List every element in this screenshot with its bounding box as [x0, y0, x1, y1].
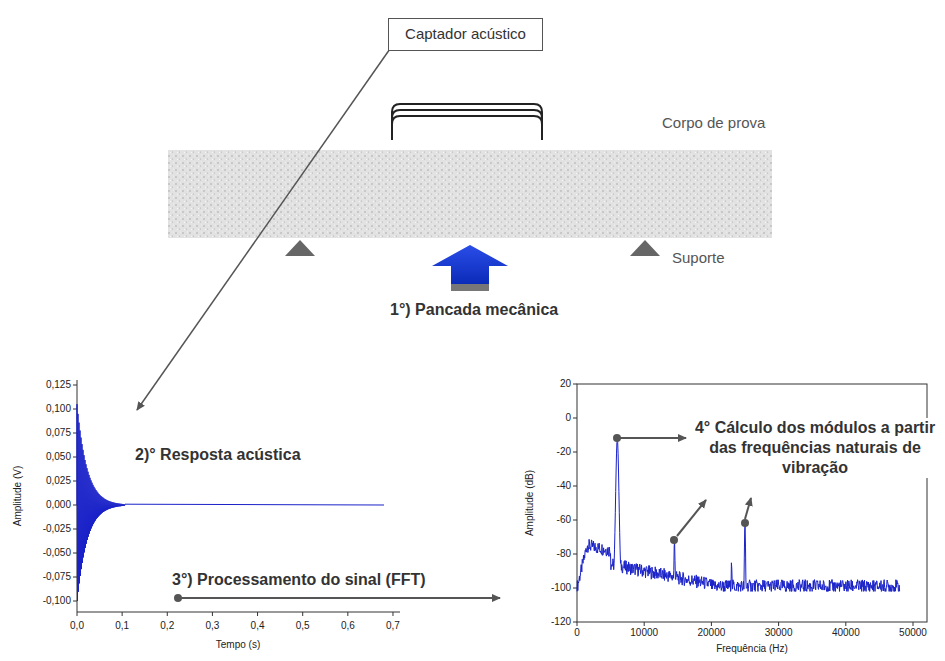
tick-label: 0 [565, 412, 571, 424]
step-label: 1°) Pancada mecânica [390, 300, 558, 319]
tick-label: 0,7 [386, 620, 400, 632]
tick-label: 0,3 [205, 620, 219, 632]
part-name: Suporte [672, 249, 725, 267]
axis-title: Amplitude (dB) [524, 470, 536, 536]
tick-label: 0,125 [46, 379, 71, 391]
impact-base [451, 284, 489, 291]
tick-label: 20 [560, 378, 571, 390]
tick-label: 0,6 [341, 620, 355, 632]
tick-label: -0,100 [43, 595, 71, 607]
tick-label: 0,2 [160, 620, 174, 632]
tick-label: 40000 [832, 627, 860, 639]
tick-label: 0,0 [70, 620, 84, 632]
tick-label: 50000 [899, 627, 927, 639]
tick-label: 20000 [697, 627, 725, 639]
step-label: 4° Cálculo dos módulos a partir das freq… [690, 418, 940, 478]
time-signal [77, 404, 384, 601]
tick-label: -0,075 [43, 571, 71, 583]
tick-label: 0 [574, 627, 580, 639]
sensor-label: Captador acústico [399, 25, 532, 44]
step-label: 2)° Resposta acústica [135, 445, 301, 464]
axis-title: Amplitude (V) [12, 466, 24, 527]
tick-label: -80 [557, 548, 571, 560]
tick-label: -60 [557, 514, 571, 526]
specimen-bar [168, 150, 772, 238]
step-label: 3°) Processamento do sinal (FFT) [172, 570, 426, 589]
tick-label: 0,4 [251, 620, 265, 632]
sound-waves [392, 104, 542, 140]
sensor-box: Captador acústico [388, 18, 543, 51]
process-arrow [178, 597, 500, 599]
tick-label: -100 [551, 582, 571, 594]
tick-label: -40 [557, 480, 571, 492]
tick-label: 0,1 [115, 620, 129, 632]
tick-label: 10000 [630, 627, 658, 639]
support-triangle [630, 240, 660, 256]
tick-label: 0,5 [296, 620, 310, 632]
tick-label: 0,100 [46, 403, 71, 415]
tick-label: 0,000 [46, 499, 71, 511]
leader-line [137, 46, 392, 410]
tick-label: 0,050 [46, 451, 71, 463]
tick-label: -120 [551, 616, 571, 628]
tick-label: -0,025 [43, 523, 71, 535]
support-triangle [285, 240, 315, 256]
part-name: Corpo de prova [662, 114, 765, 132]
tick-label: -0,050 [43, 547, 71, 559]
tick-label: 0,075 [46, 427, 71, 439]
axis-title: Tempo (s) [216, 639, 260, 651]
tick-label: 30000 [765, 627, 793, 639]
tick-label: -20 [557, 446, 571, 458]
tick-label: 0,025 [46, 475, 71, 487]
axis-title: Frequência (Hz) [716, 643, 788, 655]
impact-arrow [432, 245, 508, 284]
